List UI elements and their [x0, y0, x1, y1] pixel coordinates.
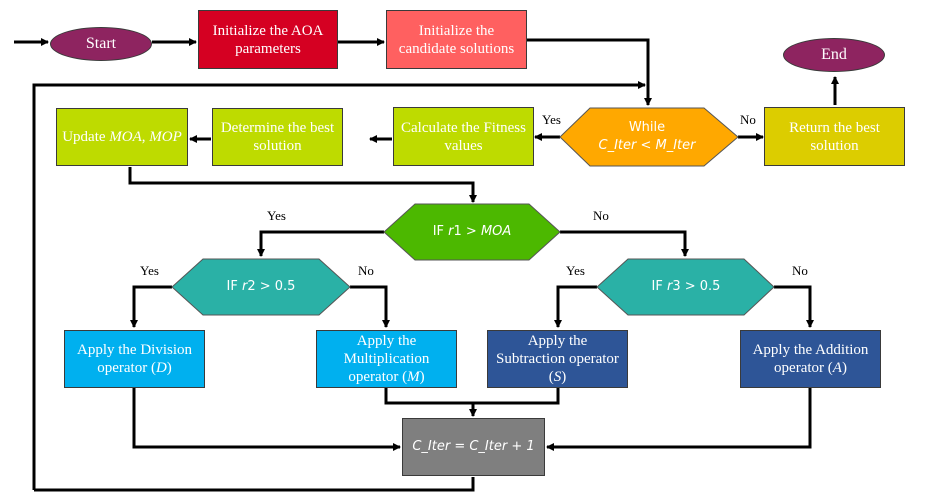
init-params-line1: Initialize the AOA	[212, 22, 324, 39]
init-params-box: Initialize the AOA parameters	[198, 10, 338, 69]
moa-symbol: MOA	[109, 129, 142, 145]
while-decision-shape	[559, 107, 739, 167]
subtraction-symbol: S	[553, 369, 562, 385]
if-r3-decision: IF r3 > 0.5	[651, 279, 721, 294]
return-best-line2: solution	[810, 137, 859, 154]
end-label: End	[821, 46, 847, 63]
addition-symbol: A	[832, 360, 842, 376]
start-label: Start	[85, 35, 117, 52]
arrow-r1-r3	[560, 230, 689, 257]
division-symbol: D	[155, 360, 167, 376]
init-candidates-line1: Initialize the	[418, 22, 495, 39]
while-line2: C_Iter < M_Iter	[598, 138, 696, 153]
r2-no-label: No	[358, 263, 374, 278]
arrow-addition-counter	[546, 388, 812, 451]
calc-fitness-line1: Calculate the Fitness	[401, 119, 526, 136]
r2-decision-shape	[171, 258, 351, 316]
arrow-division-counter	[132, 388, 401, 451]
calc-fitness-box: Calculate the Fitness values	[393, 107, 534, 166]
arrow-r3-subtraction	[554, 285, 597, 328]
calc-fitness-line2: values	[444, 137, 483, 154]
update-label: Update MOA, MOP	[62, 129, 182, 145]
while-no-label: No	[740, 112, 756, 127]
best-solution-box: Determine the best solution	[212, 108, 343, 166]
init-candidates-line2: candidate solutions	[398, 40, 515, 57]
return-best-line1: Return the best	[789, 119, 880, 136]
arrow-mul-sub-merge	[384, 388, 560, 405]
r3-yes-label: Yes	[566, 263, 585, 278]
r2-yes-label: Yes	[140, 263, 159, 278]
subtraction-operator-box: Apply the Subtraction operator (S)	[487, 330, 628, 388]
update-moa-mop-box: Update MOA, MOP	[56, 108, 188, 166]
r1-yes-label: Yes	[267, 208, 286, 223]
arrow-r3-addition	[774, 285, 814, 328]
arrow-loop-back-while	[32, 81, 646, 490]
if-r1-decision: IF r1 > MOA	[432, 224, 512, 239]
init-params-line2: parameters	[235, 40, 301, 57]
r1-no-label: No	[593, 208, 609, 223]
r3-decision-shape	[596, 258, 775, 316]
arrow-update-r1	[128, 167, 477, 203]
multiplication-symbol: M	[407, 369, 420, 385]
arrow-candidates-while	[527, 38, 652, 106]
return-best-box: Return the best solution	[764, 107, 905, 166]
while-decision: While C_Iter < M_Iter	[590, 112, 704, 162]
r1-decision-shape	[383, 203, 561, 261]
arrow-counter-loop	[34, 477, 475, 492]
end-terminal: End	[783, 38, 885, 72]
while-line1: While	[628, 120, 666, 135]
arrow-r2-multiplication	[350, 285, 390, 328]
addition-operator-box: Apply the Addition operator (A)	[740, 330, 881, 388]
arrow-r1-r2	[257, 230, 384, 257]
r3-no-label: No	[792, 263, 808, 278]
counter-label: C_Iter = C_Iter + 1	[412, 439, 535, 454]
start-terminal: Start	[50, 27, 152, 61]
best-solution-line2: solution	[253, 138, 302, 154]
init-candidates-box: Initialize the candidate solutions	[386, 10, 527, 69]
while-yes-label: Yes	[542, 112, 561, 127]
arrow-r2-division	[130, 285, 172, 328]
division-operator-box: Apply the Division operator (D)	[64, 330, 205, 388]
if-r2-decision: IF r2 > 0.5	[226, 279, 296, 294]
counter-increment-box: C_Iter = C_Iter + 1	[402, 418, 545, 476]
best-solution-line1: Determine the best	[220, 120, 335, 136]
multiplication-operator-box: Apply the Multiplication operator (M)	[316, 330, 457, 388]
mop-symbol: MOP	[149, 129, 182, 145]
